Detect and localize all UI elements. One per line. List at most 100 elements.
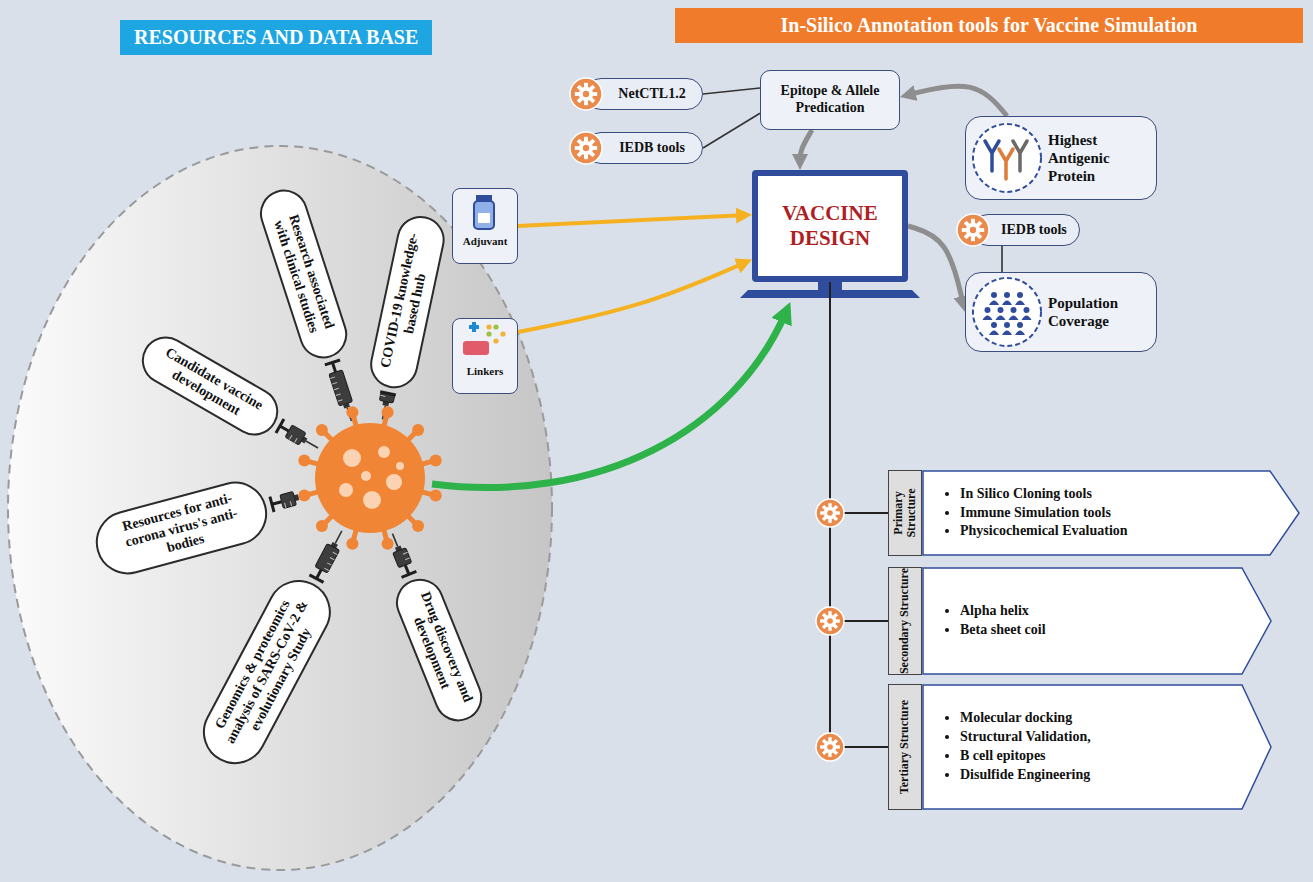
gear-icon bbox=[816, 733, 844, 761]
syringe-mark bbox=[403, 552, 408, 554]
person-body bbox=[1009, 316, 1019, 321]
node-text: Population Coverage bbox=[1048, 294, 1148, 330]
linker-bead bbox=[493, 324, 498, 329]
arrow-box-outline bbox=[922, 567, 1272, 675]
flow-arrow bbox=[1001, 246, 1003, 272]
syringe-mark bbox=[380, 395, 385, 396]
person-head bbox=[1017, 322, 1023, 328]
virus-spike-tip bbox=[382, 538, 394, 550]
syringe-needle bbox=[335, 531, 342, 543]
flow-arrow bbox=[908, 226, 963, 304]
tree-gear bbox=[816, 733, 844, 761]
node-text: In-Silico Annotation tools for Vaccine S… bbox=[781, 14, 1198, 37]
syringe-barrel bbox=[329, 370, 353, 406]
flow-arrow bbox=[703, 113, 760, 148]
gear-hub bbox=[966, 223, 980, 237]
bullet-text: In Silico Cloning tools bbox=[960, 485, 1260, 504]
structure-label: Secondary Structure bbox=[888, 567, 922, 675]
arrow-box-outline bbox=[922, 684, 1272, 810]
virus-spike-tip bbox=[298, 490, 310, 502]
syringe-mark bbox=[330, 558, 334, 560]
tool-box: IEDB tools bbox=[585, 132, 703, 164]
flow-arrow bbox=[518, 215, 744, 226]
person-body bbox=[1022, 316, 1032, 321]
tree-gear bbox=[816, 499, 844, 527]
syringe bbox=[325, 360, 359, 423]
gear-teeth bbox=[962, 219, 984, 241]
structure-label: Tertiary Structure bbox=[888, 684, 922, 810]
tree-gear bbox=[816, 607, 844, 635]
gear-hole bbox=[827, 618, 833, 624]
node-text: IEDB tools bbox=[619, 140, 685, 156]
gear-icon bbox=[957, 214, 989, 246]
syringe bbox=[276, 419, 322, 455]
virus-body bbox=[315, 423, 425, 533]
bullet-text: Disulfide Engineering bbox=[960, 766, 1232, 785]
virus-spot bbox=[378, 446, 390, 458]
gear-icon bbox=[816, 499, 844, 527]
rotated-text-holder: Tertiary Structure bbox=[888, 684, 922, 810]
person-body bbox=[1002, 331, 1012, 336]
person-head bbox=[1011, 307, 1017, 313]
node-text: Adjuvant bbox=[455, 235, 515, 247]
virus-spike-tip bbox=[412, 424, 424, 436]
syringe-mark bbox=[334, 388, 339, 390]
antibody-shape bbox=[999, 149, 1013, 179]
node-text: Linkers bbox=[455, 365, 515, 377]
section-header: In-Silico Annotation tools for Vaccine S… bbox=[675, 8, 1303, 43]
person-body bbox=[996, 316, 1006, 321]
person-body bbox=[1002, 301, 1012, 306]
virus-symbol bbox=[298, 406, 441, 549]
syringe-mark bbox=[338, 400, 343, 402]
syringe-handle bbox=[270, 497, 274, 512]
person-body bbox=[1015, 331, 1025, 336]
tool-box: IEDB tools bbox=[972, 214, 1080, 246]
arrow-box-shape bbox=[923, 471, 1299, 555]
virus-spike-tip bbox=[316, 520, 328, 532]
virus-spike-tip bbox=[316, 424, 328, 436]
bullet-text: B cell epitopes bbox=[960, 747, 1232, 766]
person-head bbox=[1004, 292, 1010, 298]
gear-hub bbox=[824, 507, 837, 520]
virus-spike-tip bbox=[412, 520, 424, 532]
virus-spike-tip bbox=[430, 454, 442, 466]
svg-part bbox=[568, 76, 604, 112]
svg-part bbox=[568, 130, 604, 166]
flow-arrow bbox=[703, 88, 760, 94]
person-head bbox=[991, 322, 997, 328]
linker-plus bbox=[469, 322, 479, 332]
syringe-mark bbox=[336, 394, 341, 396]
tree-connector bbox=[830, 282, 888, 747]
syringe-handle bbox=[325, 360, 340, 365]
syringe-mark bbox=[405, 558, 410, 560]
syringe-mark bbox=[295, 438, 298, 442]
gear-teeth bbox=[820, 503, 840, 523]
node-text: RESOURCES AND DATA BASE bbox=[134, 26, 418, 49]
bullet-text: Physicochemical Evaluation bbox=[960, 522, 1260, 541]
gear-hole bbox=[583, 91, 589, 97]
input-box: Highest Antigenic Protein bbox=[965, 116, 1157, 200]
virus-spike-tip bbox=[430, 490, 442, 502]
gear-icon bbox=[816, 607, 844, 635]
node-text: Epitope & Allele Predication bbox=[769, 83, 891, 117]
arrow-box-shape bbox=[923, 568, 1271, 674]
svg-part bbox=[453, 319, 515, 363]
gear-icon bbox=[570, 132, 602, 164]
gear-teeth bbox=[820, 737, 840, 757]
virus-spot bbox=[361, 471, 371, 481]
gear-teeth bbox=[820, 611, 840, 631]
node-text: NetCTL1.2 bbox=[618, 86, 685, 102]
syringe-mark bbox=[332, 383, 337, 385]
resource-oval bbox=[8, 146, 552, 870]
linker-bead bbox=[493, 338, 498, 343]
gear-hole bbox=[827, 744, 833, 750]
syringe bbox=[309, 527, 348, 582]
node-text: Tertiary Structure bbox=[898, 699, 911, 793]
syringe-barrel bbox=[285, 425, 306, 445]
gear-hole bbox=[583, 145, 589, 151]
syringe-mark bbox=[324, 568, 328, 570]
section-header: RESOURCES AND DATA BASE bbox=[120, 20, 432, 55]
virus-spot bbox=[386, 474, 402, 490]
gear-hole bbox=[827, 510, 833, 516]
